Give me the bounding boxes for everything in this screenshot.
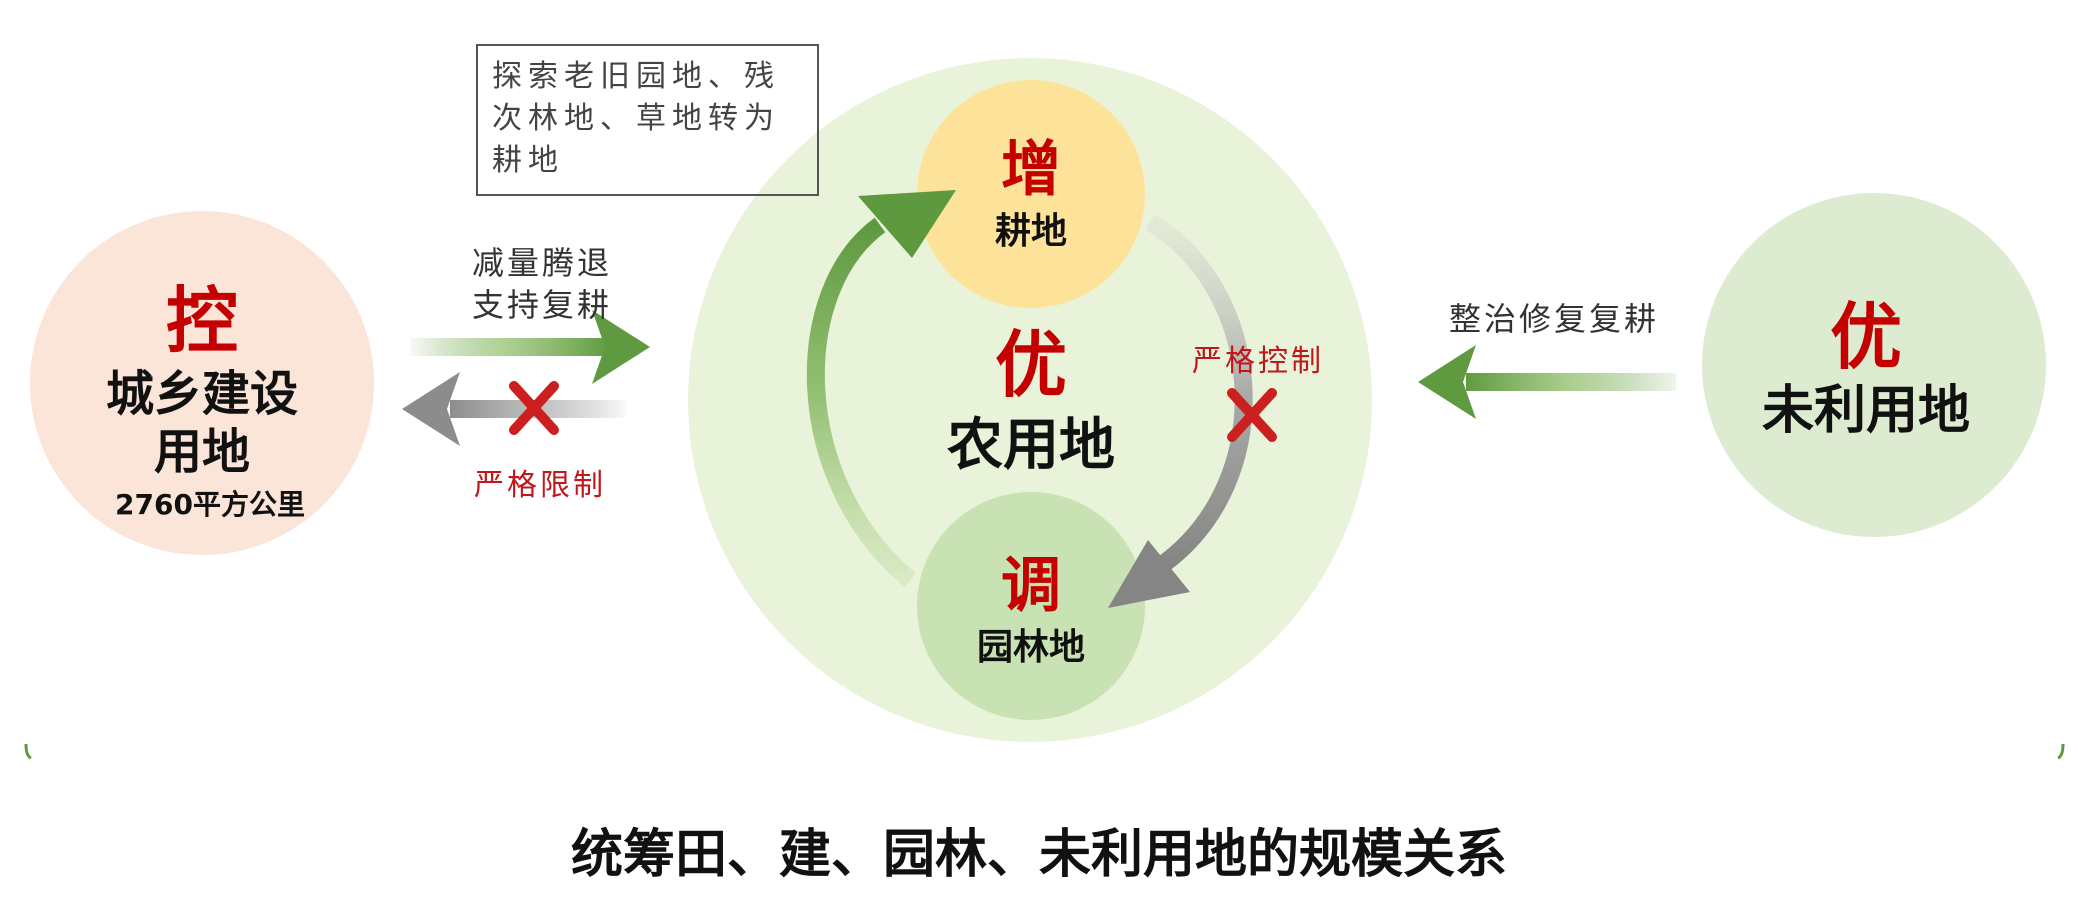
garden-forest-title: 园林地	[976, 627, 1086, 668]
unused-land-title: 未利用地	[1761, 381, 1971, 441]
optimize-keyword: 优	[994, 323, 1068, 407]
cycle-green-arrowhead	[858, 190, 956, 258]
note-box: 探索老旧园地、残次林地、草地转为耕地	[476, 44, 819, 196]
arable-land-circle	[917, 80, 1145, 308]
construction-land-circle	[30, 211, 374, 555]
reclaim-label-line2: 支持复耕	[471, 286, 613, 324]
farmland-circle	[688, 58, 1372, 742]
cycle-gray-arc	[1145, 214, 1253, 573]
restoration-arrowhead	[1418, 345, 1476, 419]
arable-land-title: 耕地	[994, 211, 1068, 252]
strict-control-label: 严格控制	[1192, 344, 1324, 379]
reclaim-arrowhead	[592, 310, 650, 384]
right-corner-tick	[2057, 743, 2065, 760]
diagram-caption: 统筹田、建、园林、未利用地的规模关系	[570, 824, 1508, 885]
unused-keyword: 优	[1829, 295, 1903, 379]
left-corner-tick	[24, 743, 32, 760]
control-keyword: 控	[165, 279, 239, 363]
restricted-cross-mark	[509, 381, 559, 435]
cycle-green-arc	[806, 217, 916, 587]
restoration-arrow-shaft	[1466, 373, 1676, 391]
construction-land-title-line1: 城乡建设	[105, 366, 299, 422]
increase-keyword: 增	[1001, 135, 1061, 205]
construction-land-title-line2: 用地	[153, 424, 251, 480]
reclaim-label-line1: 减量腾退	[471, 244, 613, 282]
garden-forest-circle	[917, 492, 1145, 720]
restricted-arrowhead	[402, 372, 460, 446]
strict-limit-label: 严格限制	[474, 468, 606, 503]
construction-land-area: 2760平方公里	[115, 488, 305, 521]
adjust-keyword: 调	[1001, 551, 1061, 621]
restoration-label: 整治修复复耕	[1448, 300, 1660, 338]
cycle-gray-arrowhead	[1108, 540, 1190, 608]
cycle-cross-mark	[1227, 388, 1277, 442]
farmland-title: 农用地	[947, 413, 1115, 478]
reclaim-arrow-shaft	[410, 338, 610, 356]
unused-land-circle	[1702, 193, 2046, 537]
